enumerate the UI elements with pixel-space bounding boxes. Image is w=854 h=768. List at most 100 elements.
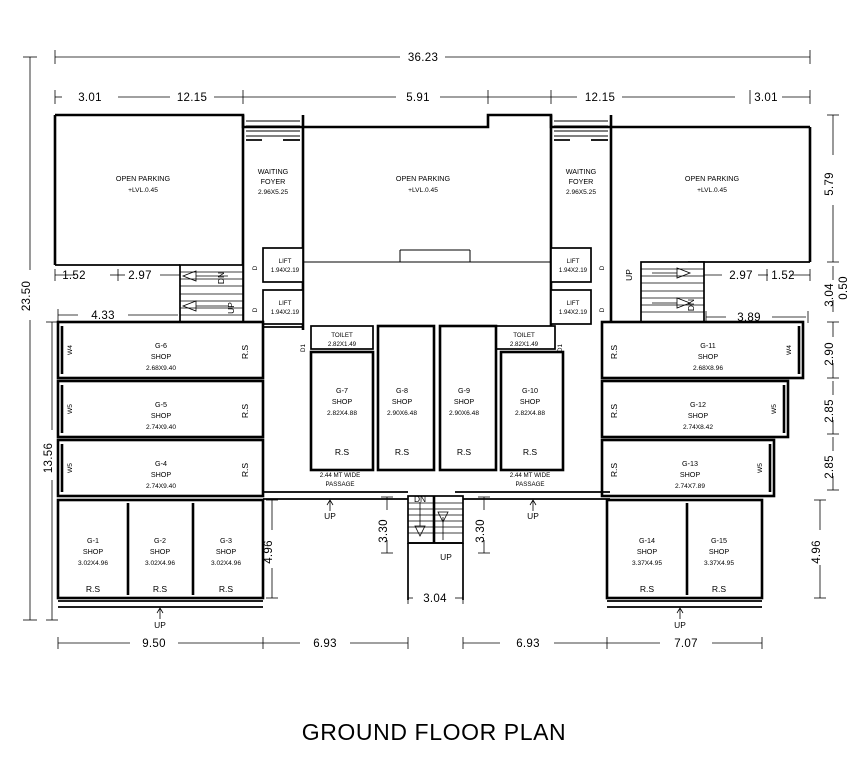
right-dimension-band: 5.79 3.04 0.50 2.90 2.85 2.85 4.96 [811,114,850,599]
toilet-left-size: 2.82X1.49 [328,341,357,348]
lift-r1-name: LIFT [567,258,580,265]
shop-g1-label: SHOP [83,547,104,556]
shop-g6-size: 2.68X9.40 [146,365,176,372]
dim-right-290: 2.90 [824,342,836,366]
right-inner-dimensions: 2.97 1.52 3.89 [703,269,811,324]
rs-label-g11: R.S [609,345,619,360]
door-tag-r1: D [599,265,606,270]
lift-l2-name: LIFT [279,300,292,307]
rs-label-g14: R.S [640,584,655,594]
shop-g3-label: SHOP [216,547,237,556]
shop-g12-id: G-12 [690,400,706,409]
dim-right-285-a: 2.85 [824,399,836,423]
dim-top-1: 3.01 [78,92,102,104]
dim-bottom-4: 7.07 [674,638,698,650]
shop-g8-id: G-8 [396,386,408,395]
shop-g13-size: 2.74X7.89 [675,483,705,490]
window-tag-w5-right-a: W5 [771,404,778,414]
dim-left-297: 2.97 [128,270,152,282]
shop-g5-id: G-5 [155,400,167,409]
parking-left-level: +LVL.0.45 [128,187,158,194]
shop-g7-size: 2.82X4.88 [327,410,357,417]
shop-g1-id: G-1 [87,536,99,545]
staircase-center: DN UP [407,494,464,600]
shop-g14-label: SHOP [637,547,658,556]
area-open-parking-right: OPEN PARKING +LVL.0.45 [685,174,740,194]
dim-stair-right-330: 3.30 [475,519,487,543]
window-tag-w5-left-b: W5 [67,463,74,473]
shop-g14-id: G-14 [639,536,655,545]
foyer-left-size: 2.96X5.25 [258,189,288,196]
shop-g4-size: 2.74X9.40 [146,483,176,490]
dim-top-2: 12.15 [177,92,207,104]
window-tag-w4-left: W4 [67,345,74,355]
left-dimension-band: 23.50 13.56 [21,56,58,621]
shop-g11-id: G-11 [700,341,715,350]
shop-g13-id: G-13 [682,459,698,468]
dim-right-050: 0.50 [838,276,850,300]
dim-right-bottom-496: 4.96 [811,540,823,564]
dim-right-579: 5.79 [824,172,836,196]
shop-block-bottom-left: G-1 SHOP 3.02X4.96 R.S G-2 SHOP 3.02X4.9… [56,498,278,630]
dim-left-bottom-496: 4.96 [263,540,275,564]
dim-top-4: 12.15 [585,92,615,104]
stair-right-up-label: UP [624,269,634,281]
shop-g9-label: SHOP [454,397,475,406]
toilet-left-name: TOILET [331,332,353,339]
dim-bottom-2: 6.93 [313,638,337,650]
passage-up-right: UP [527,511,539,521]
staircase-right: UP DN [611,261,705,325]
window-tag-w5-left-a: W5 [67,404,74,414]
shop-g9-size: 2.90X6.48 [449,410,479,417]
passage-left-line2: PASSAGE [325,481,354,488]
window-tag-w4-right: W4 [786,345,793,355]
parking-left-name: OPEN PARKING [116,174,171,183]
rs-label-g9: R.S [457,447,472,457]
staircase-left: DN UP [179,264,303,328]
bottom-right-up-label: UP [674,620,686,630]
door-tag-r2: D [599,307,606,312]
shop-g4-id: G-4 [155,459,167,468]
rs-label-g2: R.S [153,584,168,594]
shop-g10-size: 2.82X4.88 [515,410,545,417]
dim-bottom-1: 9.50 [142,638,166,650]
dim-stair-width: 3.04 [423,593,447,605]
lift-l1-name: LIFT [279,258,292,265]
shop-g12-label: SHOP [688,411,709,420]
shop-g13-label: SHOP [680,470,701,479]
rs-label-g6: R.S [240,345,250,360]
door-tag-l1: D [252,265,259,270]
dim-stair-left-330: 3.30 [378,519,390,543]
shop-g3-size: 3.02X4.96 [211,560,241,567]
shop-g5-size: 2.74X9.40 [146,424,176,431]
shop-g10-id: G-10 [522,386,538,395]
shop-g11-label: SHOP [698,352,719,361]
shop-block-right: G-11 SHOP 2.68X8.96 G-12 SHOP 2.74X8.42 … [600,320,805,498]
passage-right-line1: 2.44 MT WIDE [510,472,550,479]
rs-label-g8: R.S [395,447,410,457]
rs-label-g4: R.S [240,463,250,478]
core-right: WAITING FOYER 2.96X5.25 LIFT 1.94X2.19 D… [549,115,613,330]
shop-g1-size: 3.02X4.96 [78,560,108,567]
bottom-left-up-label: UP [154,620,166,630]
dim-top-5: 3.01 [754,92,778,104]
shop-g5-label: SHOP [151,411,172,420]
shop-g8-size: 2.90X6.48 [387,410,417,417]
shop-g2-id: G-2 [154,536,166,545]
dim-left-inner: 13.56 [43,443,55,473]
dim-right-304: 3.04 [824,283,836,307]
shop-block-left: G-6 SHOP 2.68X9.40 G-5 SHOP 2.74X9.40 G-… [56,320,265,498]
passage-right-line2: PASSAGE [515,481,544,488]
lift-r1-size: 1.94X2.19 [559,267,588,274]
shop-g11-size: 2.68X8.96 [693,365,723,372]
center-stair-dimensions: 3.30 3.30 3.04 [378,496,490,605]
shop-g7-id: G-7 [336,386,348,395]
shop-g4-label: SHOP [151,470,172,479]
shop-g6-label: SHOP [151,352,172,361]
parking-right-name: OPEN PARKING [685,174,740,183]
stair-center-up-label: UP [440,552,452,562]
shop-block-center: TOILET 2.82X1.49 D1 TOILET 2.82X1.49 D1 … [300,324,565,488]
door-tag-d1-right: D1 [557,343,564,351]
foyer-right-size: 2.96X5.25 [566,189,596,196]
foyer-left-name-1: WAITING [258,167,289,176]
